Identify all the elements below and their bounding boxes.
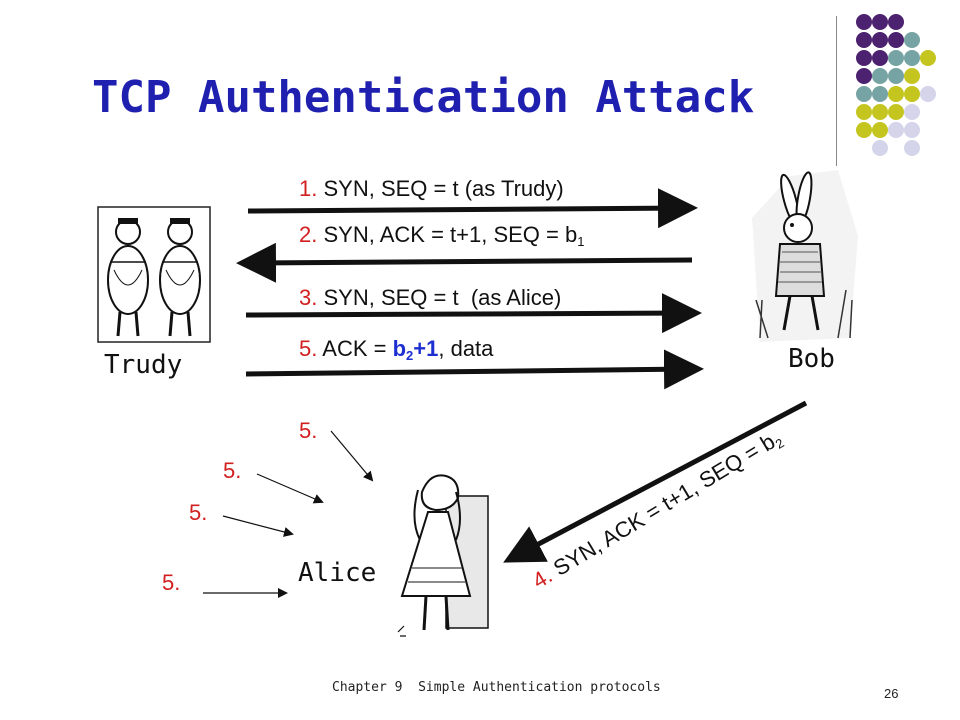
dot-yellow: [920, 50, 936, 66]
slide-footer: Chapter 9 Simple Authentication protocol…: [332, 680, 661, 695]
message-2-text: SYN, ACK = t+1, SEQ = b: [323, 222, 578, 247]
trudy-label: Trudy: [104, 350, 183, 380]
message-2-label: 2. SYN, ACK = t+1, SEQ = b1: [299, 222, 584, 249]
message-5-number: 5.: [299, 336, 318, 361]
dot-lavender: [872, 140, 888, 156]
dot-purple: [872, 32, 888, 48]
message-3-label: 3. SYN, SEQ = t (as Alice): [299, 285, 561, 311]
alice-label: Alice: [298, 558, 377, 588]
five-label-3: 5.: [189, 500, 208, 525]
arrow-msg-2: [236, 242, 693, 283]
message-3-number: 3.: [299, 285, 318, 310]
dot-lavender: [904, 140, 920, 156]
page-number: 26: [884, 686, 899, 701]
dot-yellow: [856, 122, 872, 138]
message-5-highlight: b: [392, 336, 407, 361]
dot-purple: [856, 68, 872, 84]
dot-teal: [856, 86, 872, 102]
dot-yellow: [856, 104, 872, 120]
message-5-suffix: , data: [438, 336, 494, 361]
dot-purple: [872, 50, 888, 66]
dot-purple: [856, 14, 872, 30]
dot-purple: [888, 32, 904, 48]
message-2-number: 2.: [299, 222, 318, 247]
arrow-msg-3: [245, 293, 702, 334]
trudy-illustration: [97, 206, 211, 343]
dot-purple: [872, 14, 888, 30]
five-label-2: 5.: [223, 458, 242, 483]
arrow-five-1: [330, 430, 374, 482]
dot-teal: [904, 50, 920, 66]
dot-teal: [872, 86, 888, 102]
alice-illustration: [397, 474, 489, 637]
dot-purple: [856, 50, 872, 66]
dot-teal: [888, 68, 904, 84]
dot-lavender: [888, 122, 904, 138]
bob-illustration: [752, 170, 858, 342]
five-label-1: 5.: [299, 418, 318, 443]
dot-teal: [904, 32, 920, 48]
arrow-five-2: [256, 473, 324, 504]
dot-lavender: [904, 104, 920, 120]
message-5-label: 5. ACK = b2+1, data: [299, 336, 493, 363]
message-1-number: 1.: [299, 176, 318, 201]
dot-yellow: [872, 122, 888, 138]
dot-teal: [888, 50, 904, 66]
message-5-highlight-suffix: +1: [413, 336, 439, 361]
message-1-text: SYN, SEQ = t (as Trudy): [323, 176, 564, 201]
message-2-subscript: 1: [577, 234, 585, 249]
arrow-msg-1: [247, 188, 698, 229]
dot-yellow: [872, 104, 888, 120]
dot-purple: [888, 14, 904, 30]
dot-yellow: [904, 86, 920, 102]
dot-lavender: [904, 122, 920, 138]
dot-yellow: [888, 86, 904, 102]
arrow-msg-4: [503, 400, 808, 563]
dot-lavender: [920, 86, 936, 102]
five-label-4: 5.: [162, 570, 181, 595]
arrow-msg-5: [245, 349, 704, 390]
dot-purple: [856, 32, 872, 48]
dot-yellow: [904, 68, 920, 84]
vertical-divider-line: [836, 16, 837, 166]
message-3-text: SYN, SEQ = t (as Alice): [323, 285, 562, 310]
dot-teal: [872, 68, 888, 84]
dot-yellow: [888, 104, 904, 120]
message-5-prefix: ACK =: [322, 336, 393, 361]
slide-title: TCP Authentication Attack: [92, 72, 755, 123]
message-5-highlight-subscript: 2: [406, 348, 414, 363]
bob-label: Bob: [788, 344, 835, 374]
arrow-five-3: [222, 515, 294, 537]
message-1-label: 1. SYN, SEQ = t (as Trudy): [299, 176, 564, 202]
